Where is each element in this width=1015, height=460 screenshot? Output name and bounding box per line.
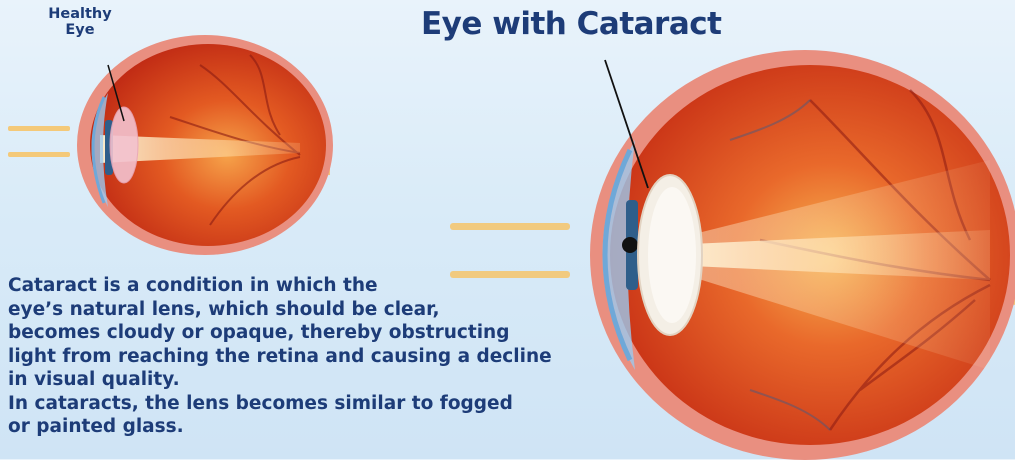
healthy-label-line-1: Healthy [44,6,116,22]
healthy-eye-illustration [0,25,340,285]
description-line: In cataracts, the lens becomes similar t… [8,392,608,416]
description-line: or painted glass. [8,415,608,439]
description-line: Cataract is a condition in which the [8,274,608,298]
description-line: becomes cloudy or opaque, thereby obstru… [8,321,608,345]
description-line: light from reaching the retina and causi… [8,345,608,369]
description-line: in visual quality. [8,368,608,392]
healthy-eye-label: Healthy Eye [44,6,116,38]
healthy-label-line-2: Eye [44,22,116,38]
page-title: Eye with Cataract [421,6,721,42]
cataract-description: Cataract is a condition in which the eye… [8,274,608,439]
description-line: eye’s natural lens, which should be clea… [8,298,608,322]
